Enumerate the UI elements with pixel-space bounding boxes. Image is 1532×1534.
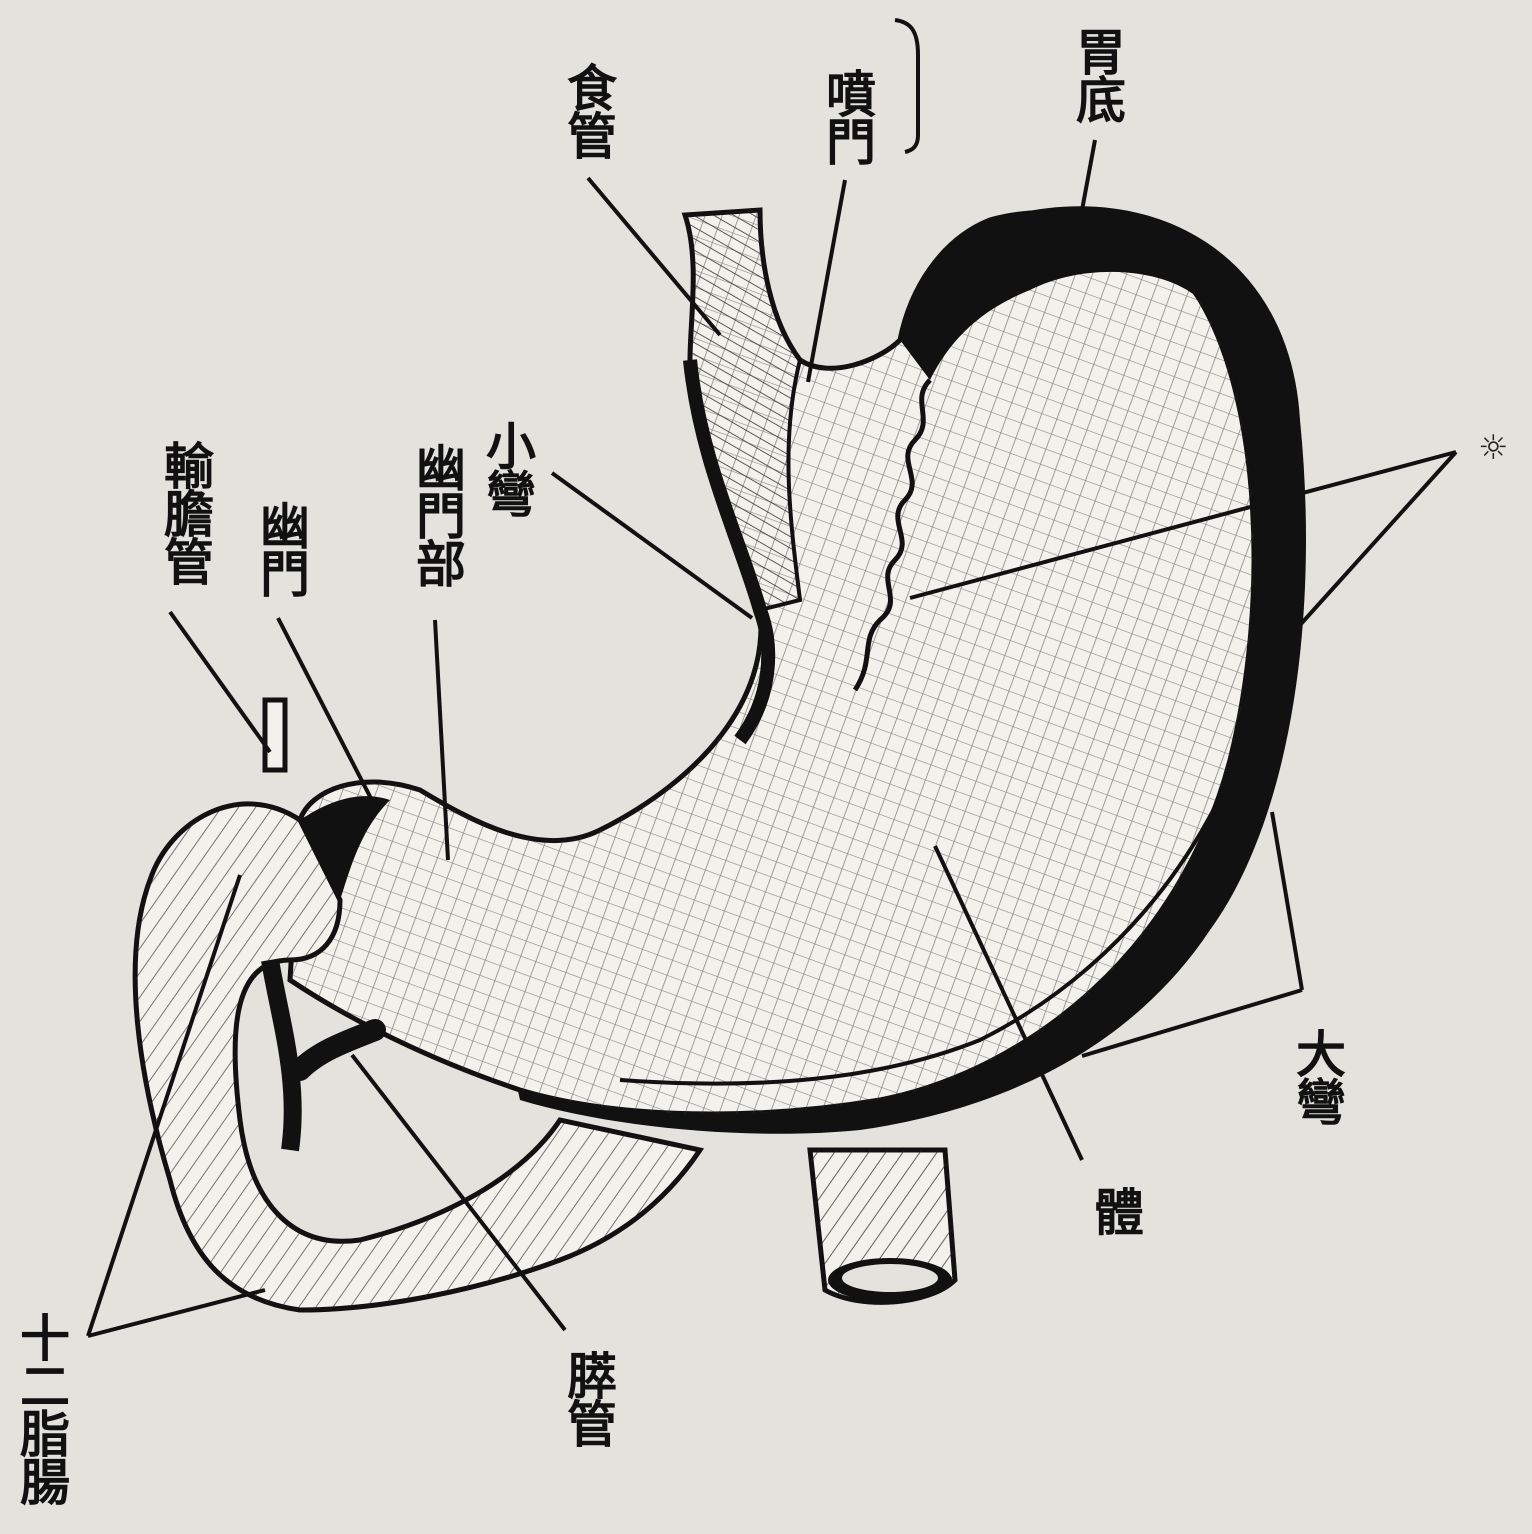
label-fundus: 胃底 [1072,26,1122,122]
pancreatic-duct-shape [300,1030,375,1070]
label-pylorus: 幽門 [256,500,306,596]
label-lesser-curvature: 小彎 [482,420,532,516]
label-cardia: 噴門 [822,68,872,164]
label-greater-curvature: 大彎 [1292,1028,1342,1124]
marker-icon: ☼ [1478,428,1508,468]
label-duodenum: 十二脂腸 [16,1312,66,1504]
label-pancreatic-duct: 膵管 [563,1350,613,1446]
label-bile-duct: 輸膽管 [160,440,210,584]
label-pyloric-part: 幽門部 [412,442,462,586]
label-body: 體 [1090,1186,1140,1234]
bile-duct-shape [265,700,285,770]
label-esophagus: 食管 [563,62,613,158]
